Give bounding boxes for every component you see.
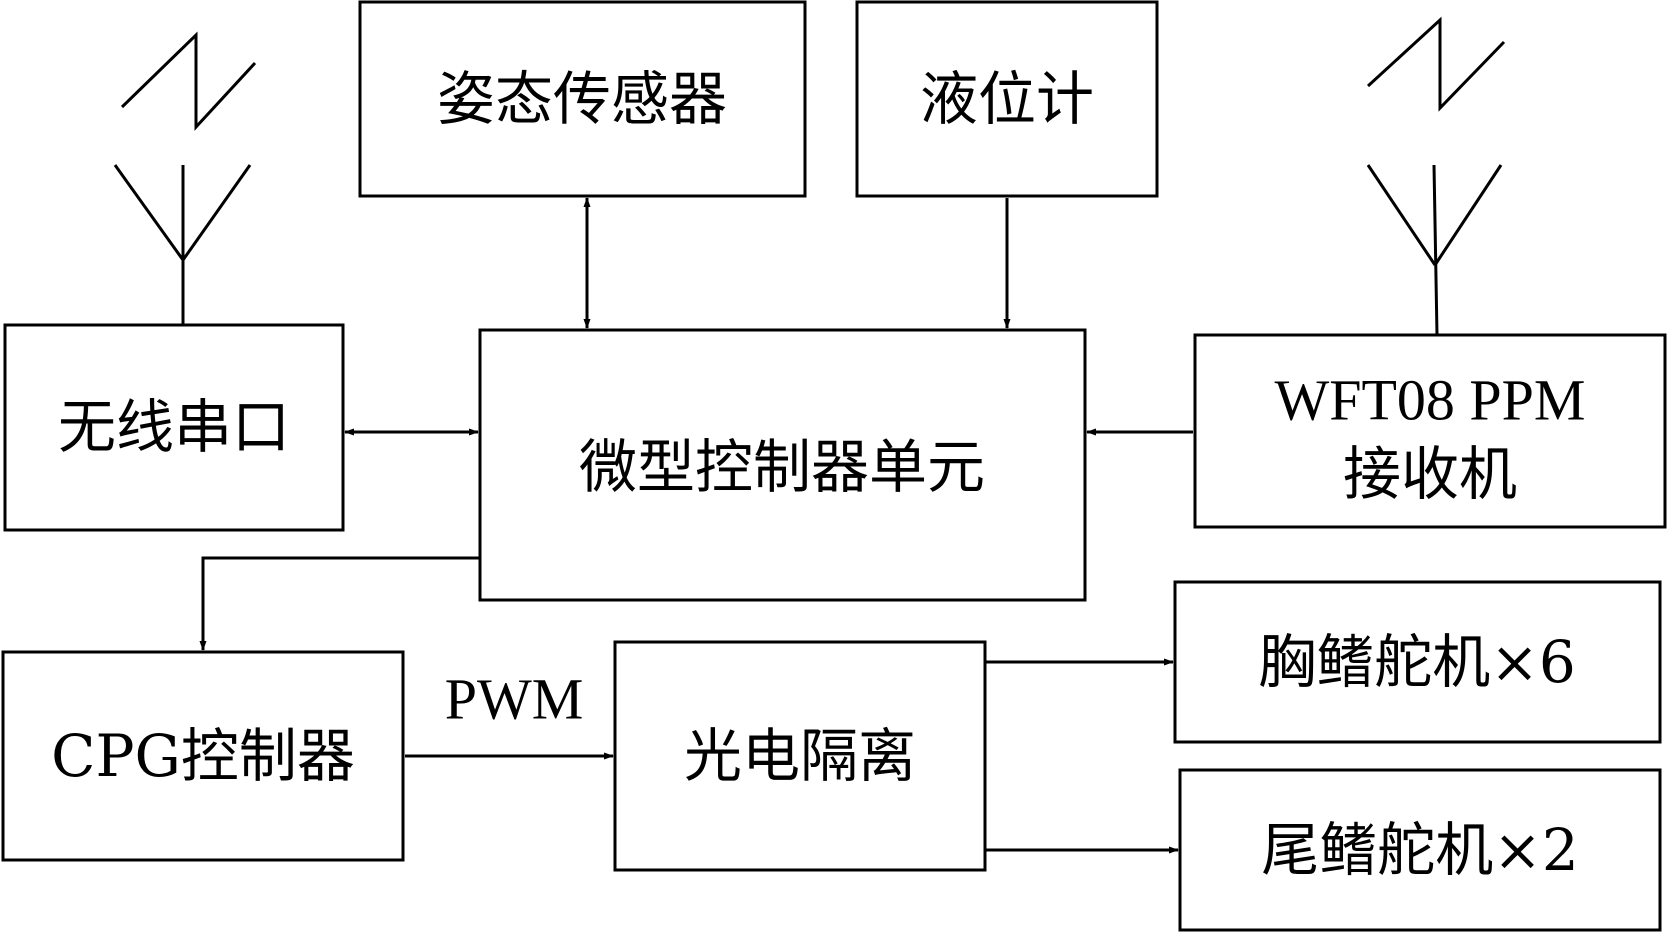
right-radio-wave-icon: [1366, 16, 1506, 112]
left-antenna-icon: [113, 164, 252, 325]
receiver-block: WFT08 PPM 接收机: [1193, 333, 1667, 529]
attitude-sensor-block: 姿态传感器: [358, 0, 807, 198]
receiver-label-line1: WFT08 PPM: [1274, 368, 1585, 433]
caudal-servo-label: 尾鳍舵机×2: [1261, 816, 1579, 884]
level-gauge-block: 液位计: [855, 0, 1159, 198]
left-radio-wave-icon: [120, 31, 257, 131]
pwm-signal-label: PWM: [445, 667, 584, 732]
wireless-serial-label: 无线串口: [58, 393, 290, 461]
cpg-controller-block: CPG控制器: [1, 650, 405, 862]
right-antenna-icon: [1366, 164, 1503, 336]
opto-isolation-label: 光电隔离: [684, 722, 916, 790]
caudal-servo-block: 尾鳍舵机×2: [1178, 768, 1662, 932]
mcu-block: 微型控制器单元: [478, 328, 1087, 602]
wireless-serial-block: 无线串口: [3, 323, 345, 532]
mcu-label: 微型控制器单元: [579, 433, 985, 501]
opto-isolation-block: 光电隔离: [613, 640, 987, 872]
receiver-label-line2: 接收机: [1343, 440, 1517, 508]
level-gauge-label: 液位计: [920, 65, 1094, 133]
cpg-controller-label: CPG控制器: [51, 722, 355, 790]
mcu-cpg-arrow: [199, 556, 480, 651]
pectoral-servo-block: 胸鳍舵机×6: [1173, 580, 1662, 744]
attitude-sensor-label: 姿态传感器: [437, 65, 727, 133]
pectoral-servo-label: 胸鳍舵机×6: [1258, 628, 1576, 696]
